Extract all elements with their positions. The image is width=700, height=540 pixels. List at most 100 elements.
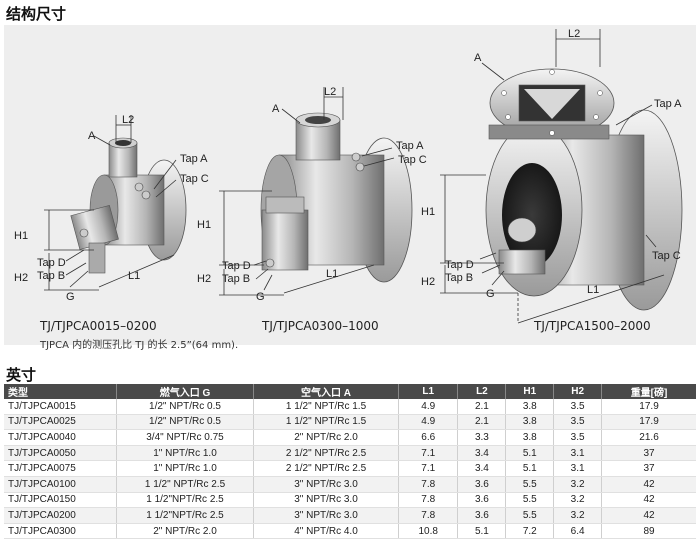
table-cell: 5.5 (505, 507, 555, 524)
label-h2-medium: H2 (197, 273, 211, 285)
table-cell: 2" NPT/Rc 2.0 (116, 523, 254, 540)
table-cell: 5.1 (505, 445, 555, 462)
table-cell: 3" NPT/Rc 3.0 (253, 476, 399, 493)
table-cell: 21.6 (601, 429, 696, 446)
table-header-row: 类型 燃气入口 G 空气入口 A L1 L2 H1 H2 重量[磅] (4, 384, 696, 399)
label-a-medium: A (272, 103, 280, 115)
burner-small-drawing (70, 137, 187, 274)
table-cell: 3" NPT/Rc 3.0 (253, 492, 399, 509)
table-cell: 1 1/2"NPT/Rc 2.5 (116, 507, 254, 524)
table-cell: 42 (601, 492, 696, 509)
col-header-air-inlet: 空气入口 A (253, 384, 399, 399)
section-title-inches: 英寸 (6, 366, 37, 384)
table-cell: TJ/TJPCA0040 (4, 429, 117, 446)
table-cell: 4" NPT/Rc 4.0 (253, 523, 399, 540)
table-cell: TJ/TJPCA0015 (4, 399, 117, 415)
table-cell: 4.9 (398, 399, 459, 415)
table-cell: 3.5 (553, 399, 603, 415)
table-cell: 7.8 (398, 476, 459, 493)
table-cell: 2.1 (457, 399, 507, 415)
label-tap-b-medium: Tap B (222, 273, 250, 285)
table-cell: 3.6 (457, 476, 507, 493)
table-cell: 2" NPT/Rc 2.0 (253, 429, 399, 446)
label-g-large: G (486, 288, 495, 300)
table-cell: 1 1/2" NPT/Rc 2.5 (116, 476, 254, 493)
label-tap-b-small: Tap B (37, 270, 65, 282)
table-cell: 3.8 (505, 399, 555, 415)
table-cell: 42 (601, 476, 696, 493)
label-l2-large: L2 (568, 28, 580, 40)
table-cell: 17.9 (601, 414, 696, 431)
label-tap-a-medium: Tap A (396, 140, 424, 152)
label-tap-b-large: Tap B (445, 272, 473, 284)
table-cell: 3.8 (505, 429, 555, 446)
col-header-weight: 重量[磅] (601, 384, 696, 399)
table-cell: 17.9 (601, 399, 696, 415)
label-h2-small: H2 (14, 272, 28, 284)
table-cell: 7.1 (398, 445, 459, 462)
label-tap-c-large: Tap C (652, 250, 681, 262)
table-cell: 5.1 (457, 523, 507, 540)
dimensions-table: 类型 燃气入口 G 空气入口 A L1 L2 H1 H2 重量[磅] TJ/TJ… (4, 384, 696, 540)
table-cell: 37 (601, 460, 696, 477)
label-h1-small: H1 (14, 230, 28, 242)
table-cell: 5.5 (505, 476, 555, 493)
table-cell: 3/4" NPT/Rc 0.75 (116, 429, 254, 446)
table-cell: TJ/TJPCA0025 (4, 414, 117, 431)
label-l2-small: L2 (122, 114, 134, 126)
table-cell: TJ/TJPCA0100 (4, 476, 117, 493)
label-l1-medium: L1 (326, 268, 338, 280)
table-cell: 3.6 (457, 492, 507, 509)
table-cell: 1" NPT/Rc 1.0 (116, 460, 254, 477)
label-a-large: A (474, 52, 482, 64)
col-header-l2: L2 (457, 384, 507, 399)
label-h1-medium: H1 (197, 219, 211, 231)
table-cell: 6.4 (553, 523, 603, 540)
table-cell: 1/2" NPT/Rc 0.5 (116, 399, 254, 415)
table-cell: 10.8 (398, 523, 459, 540)
burner-drawings: A L2 Tap A Tap C H1 H2 Tap D Tap B G L1 (14, 28, 683, 324)
label-g-medium: G (256, 291, 265, 303)
table-cell: 7.1 (398, 460, 459, 477)
table-cell: 1 1/2"NPT/Rc 2.5 (116, 492, 254, 509)
table-cell: 3.8 (505, 414, 555, 431)
label-l2-medium: L2 (324, 86, 336, 98)
label-tap-a-small: Tap A (180, 153, 208, 165)
label-tap-d-medium: Tap D (222, 260, 251, 272)
table-cell: 3.4 (457, 445, 507, 462)
label-tap-c-medium: Tap C (398, 154, 427, 166)
table-cell: TJ/TJPCA0050 (4, 445, 117, 462)
table-cell: TJ/TJPCA0150 (4, 492, 117, 509)
table-cell: 89 (601, 523, 696, 540)
table-cell: 5.1 (505, 460, 555, 477)
table-cell: 3.1 (553, 445, 603, 462)
caption-small-burner: TJ/TJPCA0015–0200 (40, 319, 157, 333)
burner-large-drawing (485, 68, 683, 311)
table-cell: 3.2 (553, 507, 603, 524)
label-l1-large: L1 (587, 284, 599, 296)
table-cell: 3.2 (553, 476, 603, 493)
dimension-drawings-panel: A L2 Tap A Tap C H1 H2 Tap D Tap B G L1 (4, 25, 696, 351)
table-cell: 3.4 (457, 460, 507, 477)
table-cell: 2.1 (457, 414, 507, 431)
table-cell: 2 1/2" NPT/Rc 2.5 (253, 460, 399, 477)
table-cell: 3.6 (457, 507, 507, 524)
col-header-h2: H2 (553, 384, 603, 399)
table-cell: 42 (601, 507, 696, 524)
label-l1-small: L1 (128, 270, 140, 282)
col-header-type: 类型 (4, 384, 117, 399)
table-cell: TJ/TJPCA0300 (4, 523, 117, 540)
table-cell: 1 1/2" NPT/Rc 1.5 (253, 399, 399, 415)
table-cell: 5.5 (505, 492, 555, 509)
caption-medium-burner: TJ/TJPCA0300–1000 (262, 319, 379, 333)
label-tap-c-small: Tap C (180, 173, 209, 185)
